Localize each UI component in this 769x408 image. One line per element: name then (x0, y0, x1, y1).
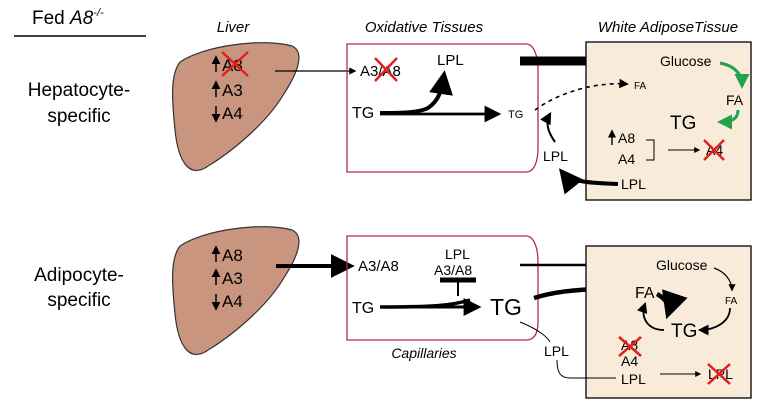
mid-lpl-bottom: LPL (544, 343, 569, 359)
genotype-label: Fed A8-/- (32, 7, 104, 29)
bracket-a8-a4 (646, 139, 655, 161)
arrow-tg-to-fa-loop (637, 301, 665, 331)
ox-tg-small-top: TG (508, 109, 523, 121)
wat-fa-small-top: FA (634, 81, 647, 92)
wat-fa-top: FA (726, 92, 744, 108)
liver-genes-bottom: A8 A3 A4 (211, 245, 243, 311)
ox-a3a8-bottom: A3/A8 (358, 258, 399, 275)
bracket-lpl-lower (556, 359, 616, 379)
ox-tg-big: TG (490, 294, 522, 320)
wat-fa-small-bottom: FA (725, 296, 738, 307)
arrow-tg-to-lpl-top (379, 70, 453, 115)
svg-text:A4: A4 (222, 292, 243, 311)
liver-shape-top (171, 42, 300, 171)
liver-shape-bottom (171, 226, 300, 355)
column-wat: White AdiposeTissue (598, 19, 738, 36)
ox-lpl-top: LPL (437, 52, 464, 69)
arrow-glucose-fa-small (713, 267, 736, 292)
row-hepatocyte-line2: specific (47, 106, 110, 127)
ox-lpl-bottom: LPL (445, 246, 470, 262)
ox-tg-bottom: TG (352, 300, 374, 317)
wat-lpl-top: LPL (621, 176, 646, 192)
wat-a8-top: A8 (618, 130, 635, 146)
column-liver: Liver (217, 19, 251, 36)
ox-tg-top: TG (352, 105, 374, 122)
dashed-arrow-tg-fa (534, 78, 629, 111)
knockout-x-wat-a4 (703, 139, 725, 161)
column-oxidative: Oxidative Tissues (365, 19, 484, 36)
knockout-x-liver-a8 (221, 51, 249, 77)
arrow-fa-to-tg-bold (655, 289, 688, 320)
green-arrow-fa-tg (717, 109, 740, 130)
wat-a4-bottom: A4 (621, 353, 638, 369)
arrow-fa-small-to-tg (697, 307, 731, 336)
wat-glucose-bottom: Glucose (656, 257, 708, 273)
svg-text:A8: A8 (222, 246, 243, 265)
wat-glucose-top: Glucose (660, 53, 712, 69)
arrow-lpl-to-tg (540, 111, 556, 143)
ox-a3a8-inhibitor: A3/A8 (434, 262, 472, 278)
wat-fa-bottom: FA (635, 285, 655, 302)
wat-a4-top: A4 (618, 151, 635, 167)
knockout-x-ox-a8 (374, 57, 398, 82)
row-adipocyte-line2: specific (47, 290, 110, 311)
wat-tg-bottom: TG (671, 321, 697, 342)
svg-text:A3: A3 (222, 81, 243, 100)
arrow-wat-lpl-out (558, 168, 619, 195)
wat-tg-top: TG (670, 113, 696, 134)
capillaries-label: Capillaries (391, 345, 456, 361)
svg-text:A3: A3 (222, 269, 243, 288)
line-tg-to-lpl (519, 321, 551, 343)
svg-text:A4: A4 (222, 104, 243, 123)
wat-lpl-bottom: LPL (621, 371, 646, 387)
knockout-x-wat-a8 (618, 336, 642, 357)
capillary-box-top (346, 43, 539, 173)
green-arrow-glucose-fa (719, 61, 750, 89)
mid-lpl-top: LPL (543, 148, 568, 164)
capillary-box-bottom (346, 235, 539, 341)
row-adipocyte-line1: Adipocyte- (34, 265, 124, 286)
knockout-x-wat-lpl (707, 363, 731, 385)
row-hepatocyte-line1: Hepatocyte- (28, 80, 130, 101)
